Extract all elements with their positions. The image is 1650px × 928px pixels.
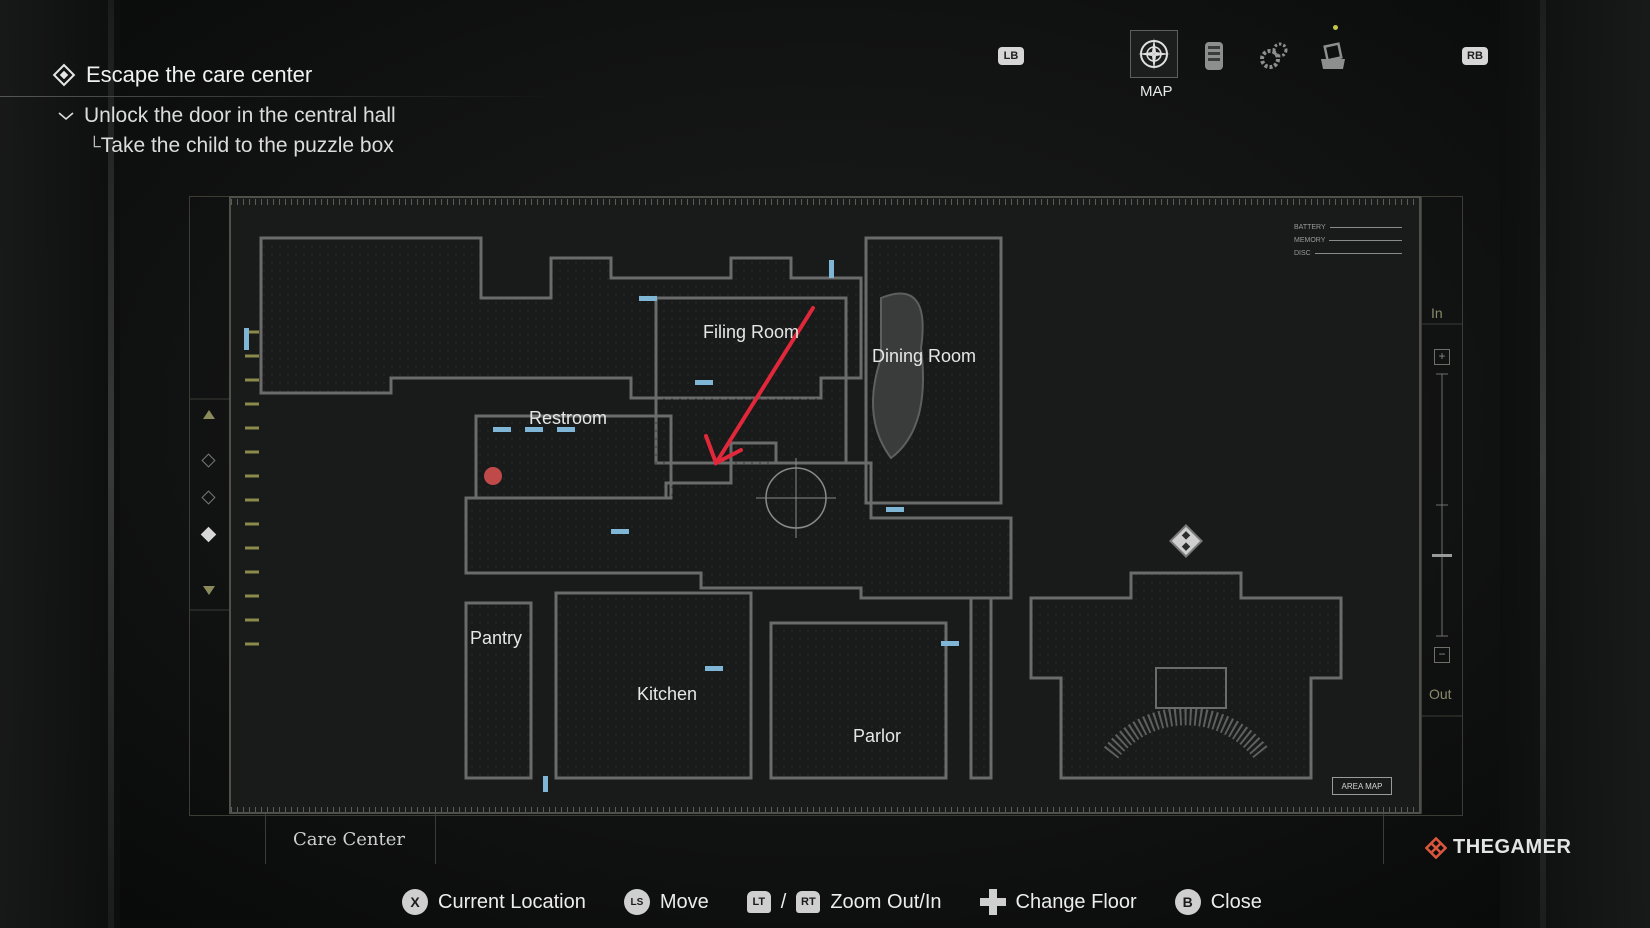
move-label: Move (659, 890, 709, 913)
left-vignette (0, 0, 120, 928)
zoom-out-button[interactable]: − (1434, 647, 1450, 663)
rt-trigger-icon: RT (796, 891, 821, 913)
floor-marker-icon (201, 453, 216, 468)
watermark-text: THEGAMER (1453, 836, 1572, 858)
sub-objective: Unlock the door in the central hall (58, 104, 396, 128)
area-map[interactable]: Filing Room Dining Room Restroom Pantry … (229, 196, 1421, 814)
disc-label: DISC (1294, 250, 1311, 257)
tab-map-label: MAP (1140, 83, 1173, 100)
floor-up-icon (203, 410, 215, 419)
zoom-in-button[interactable]: + (1434, 349, 1450, 365)
notification-dot (1333, 25, 1338, 30)
location-name: Care Center (293, 829, 405, 850)
rb-button[interactable]: RB (1462, 47, 1488, 65)
current-floor-icon (200, 526, 217, 543)
tab-inventory[interactable] (1310, 33, 1356, 79)
room-parlor: Parlor (853, 726, 902, 746)
inventory-icon (1321, 42, 1345, 69)
map-compass-icon (1138, 38, 1170, 70)
objective-diamond-icon (52, 63, 76, 87)
room-kitchen: Kitchen (637, 684, 698, 704)
floor-down-icon (203, 586, 215, 595)
change-floor-label: Change Floor (1015, 890, 1137, 913)
left-light-bar (108, 0, 114, 928)
sub-objective-2-text: Take the child to the puzzle box (100, 134, 394, 157)
zoom-label: Zoom Out/In (830, 890, 942, 913)
objectives-panel: Escape the care center Unlock the door i… (0, 62, 560, 157)
x-button-icon[interactable]: X (402, 889, 428, 915)
watermark: THEGAMER (1425, 836, 1571, 859)
branch-icon: └ (88, 136, 101, 156)
tab-files[interactable] (1191, 33, 1237, 79)
main-objective: Escape the care center (52, 62, 312, 88)
tab-settings[interactable] (1251, 33, 1297, 79)
area-map-badge: AREA MAP (1332, 777, 1392, 795)
annotation-arrow-icon (704, 306, 815, 466)
chevron-down-icon (58, 112, 74, 121)
zoom-rail (1421, 196, 1462, 814)
control-hints: X Current Location LS Move LT / RT Zoom … (402, 889, 1262, 915)
lt-trigger-icon: LT (746, 891, 771, 913)
room-filing-room: Filing Room (703, 322, 800, 342)
location-tab (229, 814, 1390, 864)
battery-label: BATTERY (1294, 224, 1326, 231)
dpad-icon (979, 889, 1006, 915)
save-point-icon (1169, 524, 1203, 558)
zoom-out-label: Out (1429, 686, 1452, 702)
sub-objective-text: Unlock the door in the central hall (84, 104, 396, 127)
floor-selector (189, 398, 229, 611)
right-vignette (1500, 0, 1650, 928)
memory-label: MEMORY (1294, 237, 1326, 244)
main-objective-text: Escape the care center (86, 62, 313, 87)
lb-button[interactable]: LB (998, 47, 1024, 65)
room-dining-room: Dining Room (872, 346, 977, 366)
floor-plan (231, 199, 1419, 812)
file-icon (1205, 42, 1223, 70)
sub-objective-2: └Take the child to the puzzle box (88, 134, 394, 158)
thegamer-logo-icon (1425, 836, 1447, 859)
zoom-slider[interactable] (1422, 196, 1462, 814)
b-button-icon[interactable]: B (1174, 889, 1201, 915)
device-status: BATTERY MEMORY DISC (1294, 221, 1402, 263)
room-restroom: Restroom (529, 408, 608, 428)
gear-icon (1260, 42, 1288, 69)
floor-selector-rail (189, 196, 230, 814)
ls-stick-icon: LS (623, 889, 650, 915)
room-pantry: Pantry (470, 628, 523, 648)
zoom-in-label: In (1431, 305, 1443, 321)
zoom-thumb (1432, 554, 1452, 557)
current-location-label: Current Location (438, 890, 586, 913)
objective-divider (0, 96, 560, 97)
floor-marker-icon (201, 490, 216, 505)
slash-label: / (780, 890, 787, 913)
close-label: Close (1210, 890, 1262, 913)
item-marker-icon (484, 467, 502, 485)
right-light-bar (1540, 0, 1546, 928)
tab-map[interactable] (1130, 30, 1178, 78)
